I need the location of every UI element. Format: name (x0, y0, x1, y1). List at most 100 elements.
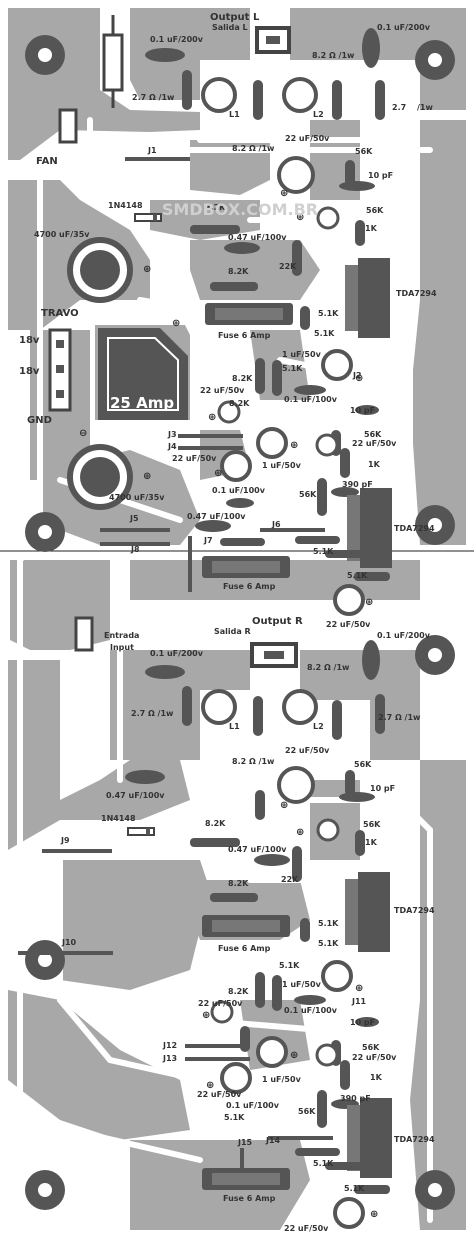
res-label: 2.7 Ω /1w (378, 713, 421, 722)
mounting-hole (415, 1170, 455, 1210)
jumper-label: J12 (162, 1041, 177, 1050)
inductor-label: L1 (229, 110, 240, 119)
salida-r-label: Salida R (214, 627, 251, 636)
jumper-label: J15 (237, 1138, 253, 1147)
jumper-label: J3 (167, 430, 177, 439)
cap-label: 10 pF (350, 1018, 375, 1027)
output-r-title: Output R (252, 616, 303, 627)
plus-mark: ⊕ (143, 264, 151, 275)
cap-label: 10 pF (350, 406, 375, 415)
plus-mark: ⊕ (355, 983, 363, 994)
input-label: Input (110, 643, 134, 652)
plus-mark: ⊕ (280, 800, 288, 811)
res-label: 5.1K (314, 329, 335, 338)
res-label: 8.2K (228, 879, 249, 888)
mounting-hole (415, 40, 455, 80)
cap-label: 4700 uF/35v (34, 230, 90, 239)
res-label: 22K (281, 875, 299, 884)
capacitor (277, 156, 315, 194)
cap-label: 1 uF/50v (282, 350, 322, 359)
cap-label: 0.1 uF/200v (150, 649, 204, 658)
inductor (282, 77, 318, 113)
bridge-rectifier (98, 328, 188, 420)
mounting-hole (415, 635, 455, 675)
components-bottom (18, 616, 392, 1229)
cap-label: 0.1 uF/100v (284, 1006, 338, 1015)
fuse-label: Fuse 6 Amp (223, 582, 276, 591)
ic-label: TDA7294 (396, 289, 437, 298)
jumper-label: J4 (167, 442, 177, 451)
cap-label: 22 uF/50v (197, 1090, 242, 1099)
res-label: 8.2K (228, 987, 249, 996)
jumper-label: J9 (60, 836, 70, 845)
ic-label: TDA7294 (394, 524, 435, 533)
labels-bottom: 22 uF/50v Output R Entrada Salida R 0.1 … (60, 616, 435, 1233)
res-label: 5.1K (344, 1184, 365, 1193)
plus-mark: ⊕ (290, 440, 298, 451)
plus-mark: ⊕ (296, 212, 304, 223)
ic-tda7294 (358, 258, 390, 338)
res-label: 8.2 Ω /1w (307, 663, 350, 672)
cap-label: 22 uF/50v (172, 454, 217, 463)
cap-label: 1 uF/50v (262, 461, 302, 470)
res-label: 5.1K (318, 939, 339, 948)
cap-label: 10 pF (370, 784, 395, 793)
capacitor (145, 48, 185, 62)
res-label: 8.2K (205, 819, 226, 828)
res-label: 2.7 (392, 103, 406, 112)
res-label: 5.1K (224, 1113, 245, 1122)
cap-label: 0.1 uF/100v (212, 486, 266, 495)
plus-mark: ⊕ (290, 1050, 298, 1061)
jumper-label: J7 (203, 536, 213, 545)
res-label: 5.1K (279, 961, 300, 970)
res-label: 2.7 Ω /1w (131, 709, 174, 718)
cap-label: 22 uF/50v (198, 999, 243, 1008)
res-label: 8.2 Ω /1w (232, 144, 275, 153)
res-label: 22K (279, 262, 297, 271)
watermark: SMDBOX.COM.BR (162, 200, 318, 219)
capacitor (362, 28, 380, 68)
res-label: 1K (365, 838, 378, 847)
jumper-label: J2 (352, 371, 362, 380)
res-label: 1K (368, 460, 381, 469)
inductor-label: L1 (229, 722, 240, 731)
plus-mark: ⊕ (370, 1209, 378, 1220)
res-label: 5.1K (347, 571, 368, 580)
cap-label: 22 uF/50v (200, 386, 245, 395)
labels-top: Output L Salida L 0.1 uF/200v 0.1 uF/200… (19, 12, 437, 591)
plus-mark: ⊕ (365, 597, 373, 608)
jumper-label: J11 (351, 997, 367, 1006)
res-label: 8.2 Ω /1w (232, 757, 275, 766)
v18-label: 18v (19, 366, 40, 377)
diode (127, 827, 155, 836)
cap-label: 4700 uF/35v (109, 493, 165, 502)
cap-label: 0.1 uF/100v (226, 1101, 280, 1110)
inductor-label: L2 (313, 110, 324, 119)
cap-label: 390 pF (340, 1094, 371, 1103)
travo-label: TRAVO (41, 308, 79, 319)
inductor (282, 689, 318, 725)
res-label: 8.2K (228, 267, 249, 276)
plus-mark: ⊕ (206, 1080, 214, 1091)
inductor-label: L2 (313, 722, 324, 731)
fan-label: FAN (36, 156, 58, 167)
res-label: 8.2K (229, 399, 250, 408)
bridge-label: 25 Amp (110, 394, 174, 412)
cap-label: 0.1 uF/200v (377, 631, 431, 640)
res-label: 56K (299, 490, 317, 499)
plus-mark: ⊕ (280, 188, 288, 199)
res-label: 56K (366, 206, 384, 215)
cap-label: 0.47 uF/100v (106, 791, 165, 800)
mounting-hole (25, 1170, 65, 1210)
salida-l-label: Salida L (212, 23, 248, 32)
res-label: 1K (365, 224, 378, 233)
mounting-hole (415, 505, 455, 545)
mounting-hole (25, 940, 65, 980)
res-label: 5.1K (313, 547, 334, 556)
ic-tda7294 (358, 872, 390, 952)
cap-label: 1 uF/50v (282, 980, 322, 989)
cap-label: 10 pF (368, 171, 393, 180)
jumper-label: J8 (130, 545, 140, 554)
minus-mark: ⊖ (79, 428, 87, 439)
